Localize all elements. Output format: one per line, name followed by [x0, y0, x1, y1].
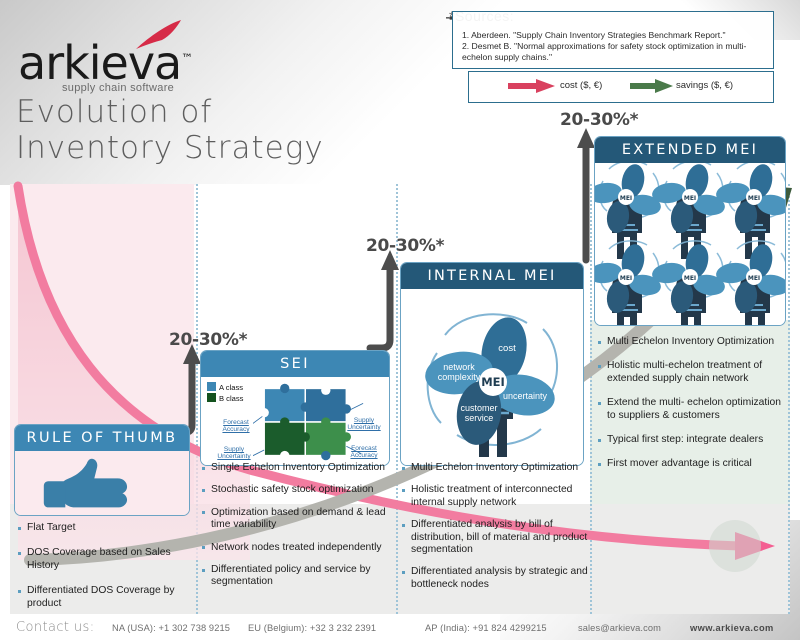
logo-wordmark: arkieva	[18, 36, 182, 90]
arkieva-logo: arkieva™	[18, 36, 193, 90]
list-item: Extend the multi- echelon optimization t…	[598, 397, 788, 422]
page-title-line-1: Evolution of	[16, 94, 213, 130]
column-divider-3	[590, 184, 592, 614]
list-item: Differentiated analysis by bill of distr…	[402, 519, 588, 556]
puzzle-label-forecast-accuracy-bottom: Forecast Accuracy	[350, 445, 378, 460]
list-item: Differentiated policy and service by seg…	[202, 564, 390, 589]
puzzle-label-supply-uncertainty-bottom: Supply Uncertainty	[217, 446, 251, 461]
a-class-label: A class	[219, 383, 244, 392]
stage-arrow-3	[577, 128, 595, 264]
internal-mei-pinwheel-icon: MEI cost network complexity uncertainty …	[425, 313, 558, 457]
panel-title-extended-mei: EXTENDED MEI	[595, 137, 785, 163]
list-item: Differentiated analysis by strategic and…	[402, 566, 588, 591]
contact-eu: EU (Belgium): +32 3 232 2391	[248, 623, 377, 633]
panel-body-rule-of-thumb	[15, 451, 189, 515]
sei-class-legend: A class B class	[207, 382, 243, 404]
background-sheen-top-left	[0, 0, 520, 185]
cost-legend-arrow-icon	[508, 79, 555, 93]
list-item: Multi Echelon Inventory Optimization	[402, 462, 588, 474]
panel-internal-mei[interactable]: INTERNAL MEI	[400, 262, 584, 466]
list-item: Multi Echelon Inventory Optimization	[598, 336, 788, 348]
bullets-internal-mei: Multi Echelon Inventory Optimization Hol…	[402, 462, 588, 601]
stage-arrow-1	[168, 344, 201, 436]
gain-label-stage-2: 20-30%*	[366, 236, 445, 256]
panel-title-internal-mei: INTERNAL MEI	[401, 263, 583, 289]
list-item: Differentiated DOS Coverage by product	[18, 585, 192, 610]
stage-arrow-2	[366, 250, 399, 352]
gain-label-stage-3: 20-30%*	[560, 110, 639, 130]
contact-label: Contact us:	[16, 620, 95, 635]
blade-label-uncertainty: uncertainty	[503, 391, 548, 401]
b-class-swatch-icon	[207, 393, 216, 402]
column-divider-2	[396, 184, 398, 614]
puzzle-label-supply-uncertainty-top: Supply Uncertainty	[347, 417, 381, 432]
trademark-symbol: ™	[181, 51, 193, 66]
column-divider-1	[196, 184, 198, 614]
list-item: Optimization based on demand & lead time…	[202, 507, 390, 532]
arkieva-swoosh-icon	[136, 20, 181, 49]
list-item: Holistic multi-echelon treatment of exte…	[598, 360, 788, 385]
list-item: Typical first step: integrate dealers	[598, 434, 788, 446]
page-title-line-2: Inventory Strategy	[16, 130, 324, 166]
sources-box	[452, 11, 774, 69]
list-item: Flat Target	[18, 522, 192, 534]
source-item-1: 1. Aberdeen. "Supply Chain Inventory Str…	[462, 30, 726, 40]
gain-label-stage-1: 20-30%*	[169, 330, 248, 350]
a-class-swatch-icon	[207, 382, 216, 391]
blade-label-cost: cost	[498, 343, 516, 354]
blade-label-complexity: complexity	[438, 372, 481, 382]
list-item: First mover advantage is critical	[598, 458, 788, 470]
savings-legend-label: savings ($, €)	[676, 80, 734, 91]
panel-title-rule-of-thumb: RULE OF THUMB	[15, 425, 189, 451]
sei-puzzle-icon	[253, 383, 364, 461]
savings-legend-arrow-icon	[630, 79, 673, 93]
contact-na: NA (USA): +1 302 738 9215	[112, 623, 231, 633]
bullets-rule-of-thumb: Flat Target DOS Coverage based on Sales …	[18, 522, 192, 623]
list-item: Single Echelon Inventory Optimization	[202, 462, 390, 474]
blade-label-network: network	[443, 362, 475, 372]
panel-body-extended-mei: MEI	[595, 163, 785, 325]
thumbs-up-icon	[43, 458, 128, 508]
panel-extended-mei[interactable]: EXTENDED MEI	[594, 136, 786, 326]
b-class-label: B class	[219, 394, 244, 403]
panel-title-sei: SEI	[201, 351, 389, 377]
contact-email[interactable]: sales@arkieva.com	[578, 623, 661, 633]
list-item: DOS Coverage based on Sales History	[18, 547, 192, 572]
sources-bullet-icon	[446, 16, 453, 20]
panel-body-sei: A class B class	[201, 377, 389, 465]
bullets-sei: Single Echelon Inventory Optimization St…	[202, 462, 390, 599]
contact-ap: AP (India): +91 824 4299215	[425, 623, 547, 633]
list-item: Stochastic safety stock optimization	[202, 484, 390, 496]
contact-website[interactable]: www.arkieva.com	[690, 623, 774, 633]
cost-legend-label: cost ($, €)	[560, 80, 603, 91]
legend-row-a-class: A class	[207, 382, 243, 393]
extended-mei-pinwheel-grid-icon: MEI	[595, 163, 785, 325]
bullets-extended-mei: Multi Echelon Inventory Optimization Hol…	[598, 336, 788, 483]
blade-label-customer: customer	[460, 403, 497, 413]
panel-sei[interactable]: SEI A class B class	[200, 350, 390, 466]
brand-tagline: supply chain software	[62, 82, 175, 94]
panel-body-internal-mei: MEI cost network complexity uncertainty …	[401, 289, 583, 465]
list-item: Network nodes treated independently	[202, 542, 390, 554]
panel-rule-of-thumb[interactable]: RULE OF THUMB	[14, 424, 190, 516]
pinwheel-center-label: MEI	[481, 375, 505, 389]
footer-contact-bar: Contact us: NA (USA): +1 302 738 9215 EU…	[0, 614, 800, 640]
page-title: Evolution of Inventory Strategy	[16, 94, 324, 166]
column-divider-4	[788, 184, 790, 614]
list-item: Holistic treatment of interconnected int…	[402, 484, 588, 509]
legend-row-b-class: B class	[207, 393, 243, 404]
cost-arrow-halo	[709, 520, 761, 572]
blade-label-service: service	[465, 413, 494, 423]
cost-decay-curve	[13, 181, 745, 551]
source-item-2: 2. Desmet B. "Normal approximations for …	[462, 41, 747, 62]
puzzle-label-forecast-accuracy-top: Forecast Accuracy	[222, 419, 250, 434]
